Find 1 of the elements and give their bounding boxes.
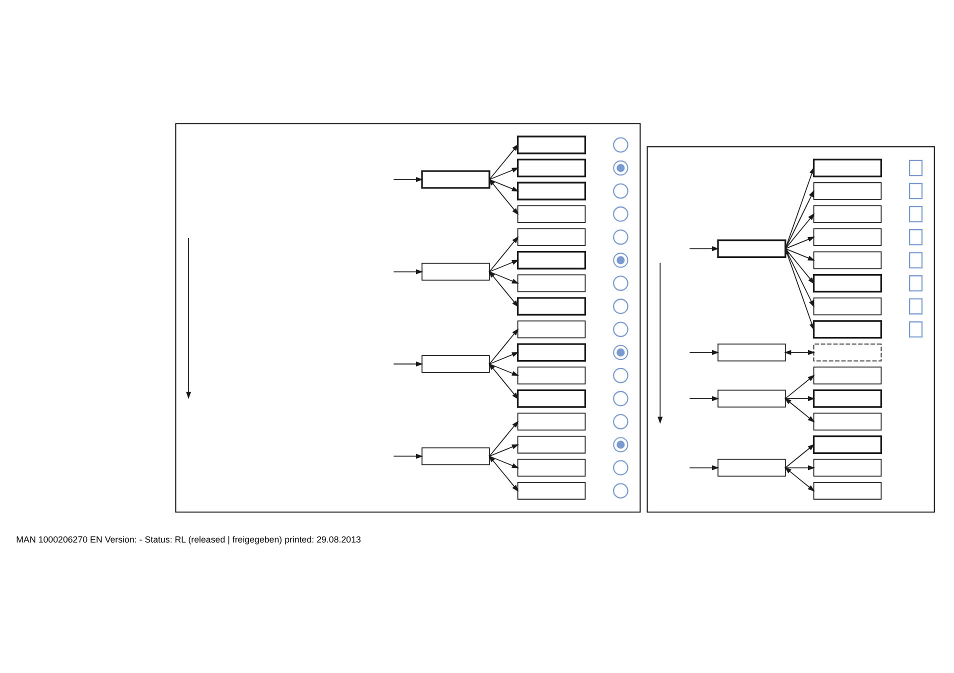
label: MAN 1000206270 EN Version: - Status: RL (released | freigegeben) printed: 29.08.2013: [16, 534, 361, 545]
